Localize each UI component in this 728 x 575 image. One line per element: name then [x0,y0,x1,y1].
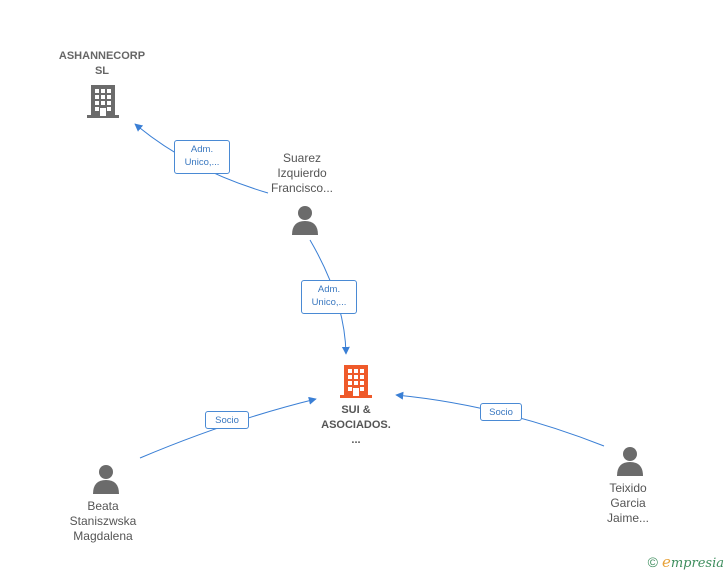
building-icon[interactable] [86,83,120,119]
person-icon[interactable] [615,446,645,476]
edge-label-teixido-sui[interactable]: Socio [480,403,522,421]
node-label-ashannecorp: ASHANNECORP SL [58,50,146,77]
brand-logo[interactable]: empresia [662,553,724,571]
node-label-teixido: Teixido Garcia Jaime... [606,481,649,525]
edge-label-beata-sui[interactable]: Socio [205,411,249,429]
node-label-sui: SUI & ASOCIADOS. ... [321,404,391,446]
edge-label-suarez-sui[interactable]: Adm. Unico,... [301,280,357,314]
person-icon[interactable] [290,205,320,235]
building-icon[interactable] [339,363,373,399]
node-label-suarez: Suarez Izquierdo Francisco... [270,151,333,195]
brand-first-letter: e [661,553,671,571]
brand-rest: mpresia [670,556,724,571]
edge-label-suarez-ashannecorp[interactable]: Adm. Unico,... [174,140,230,174]
copyright-symbol: © [647,554,658,570]
person-icon[interactable] [91,464,121,494]
footer-brand: © empresia [648,553,724,571]
node-label-beata: Beata Staniszwska Magdalena [69,499,137,543]
